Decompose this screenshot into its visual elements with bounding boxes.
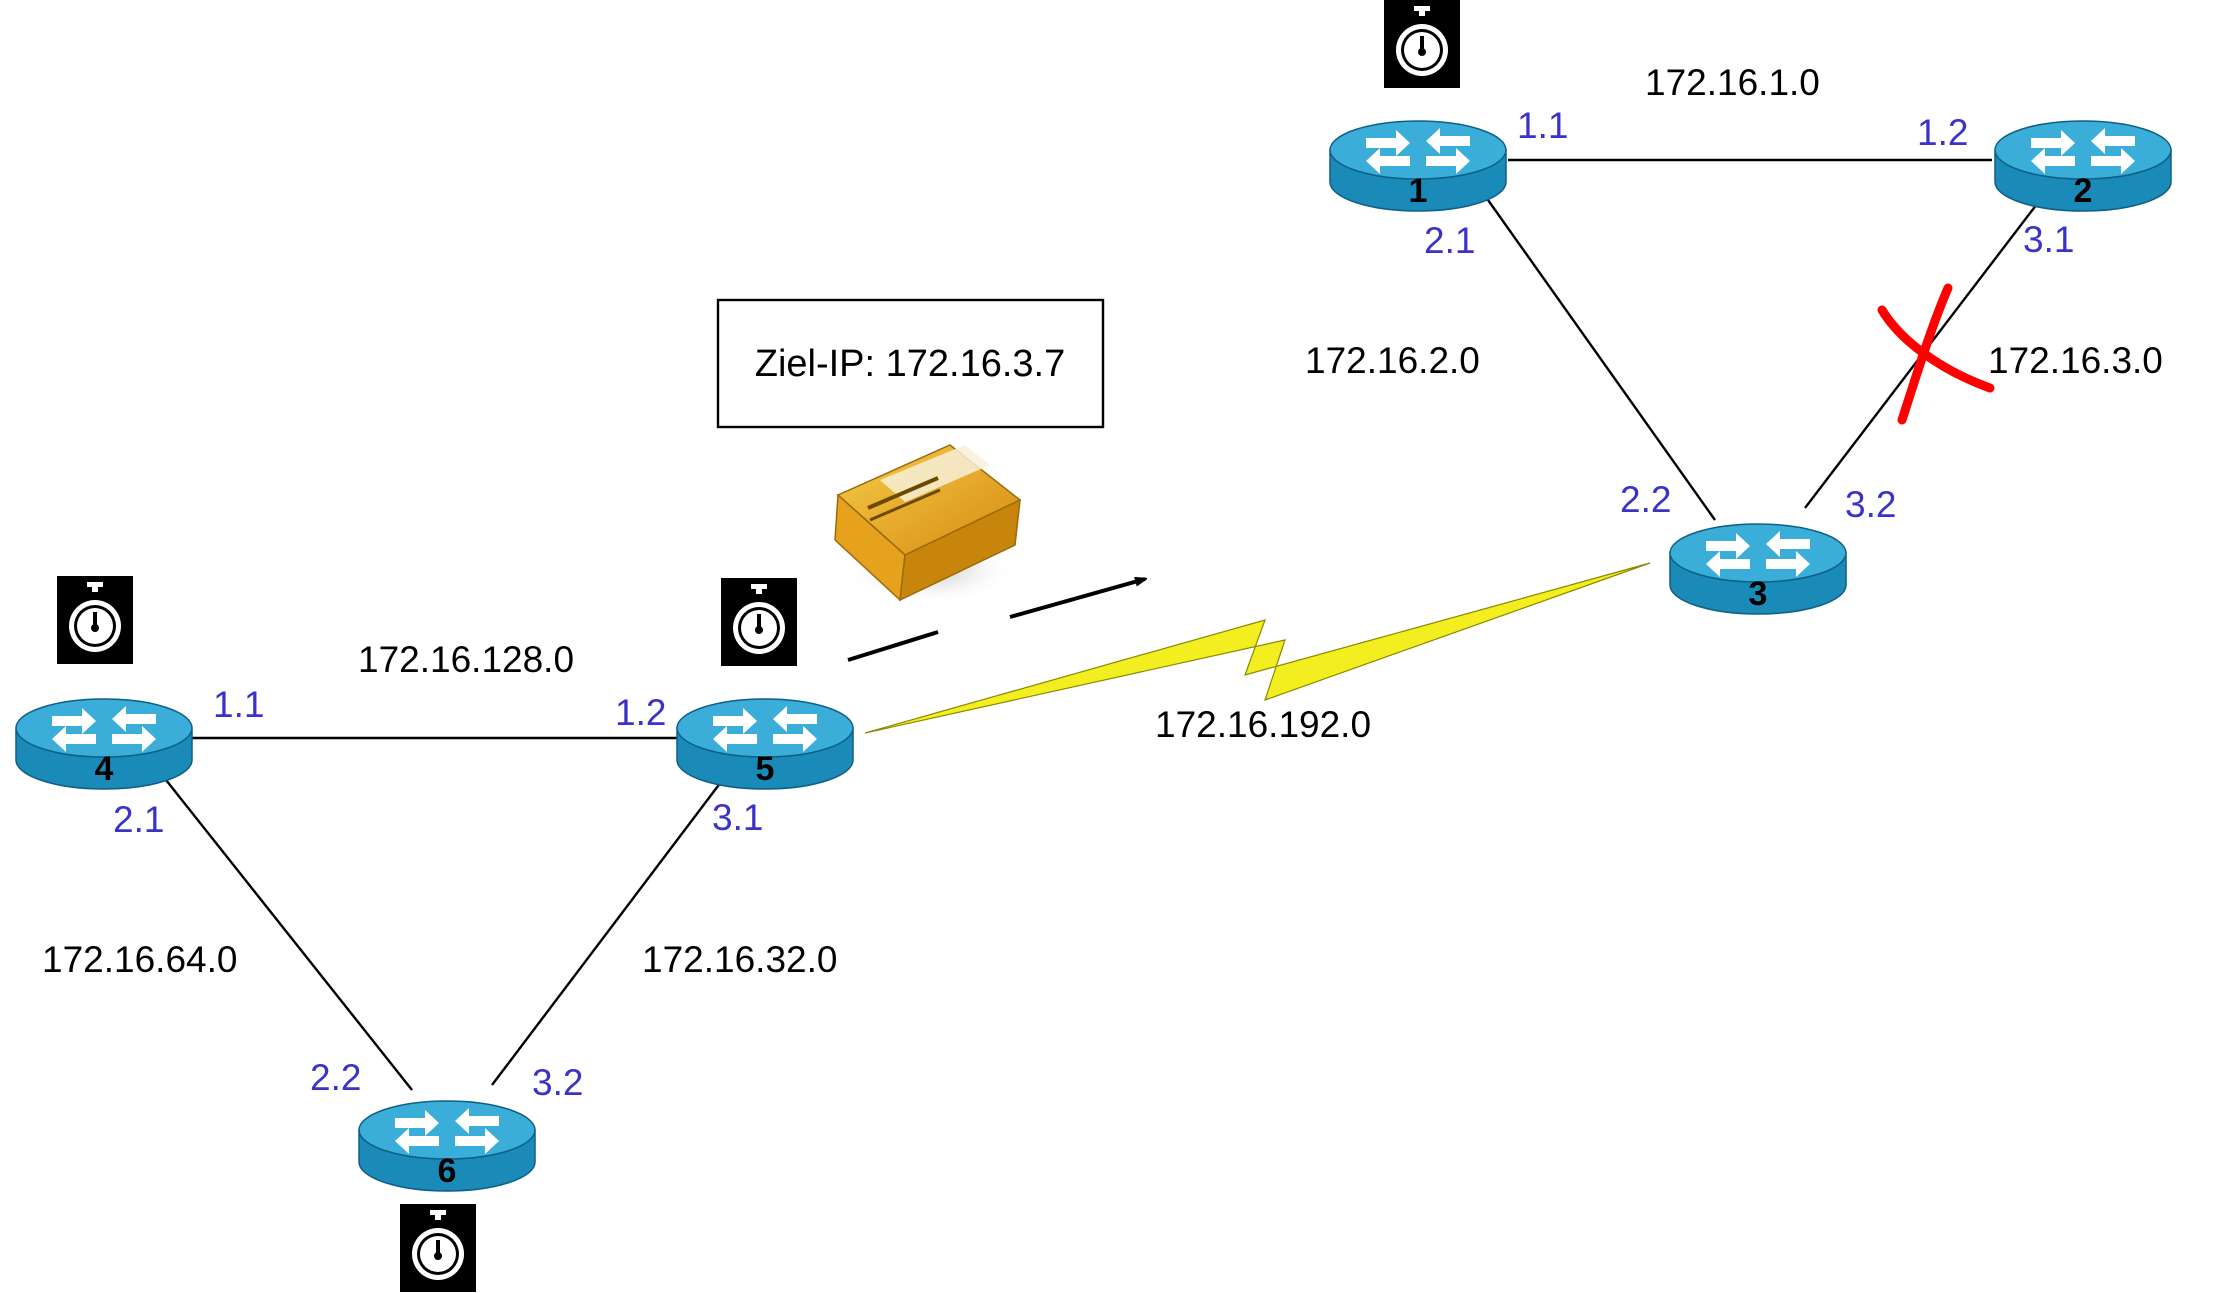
router-1[interactable]: 1 [1329,120,1507,212]
interface-label: 1.2 [1917,112,1968,153]
direction-arrow-icon [847,579,1145,662]
network-label-172-16-64-0: 172.16.64.0 [42,939,237,980]
interface-label: 3.1 [712,797,763,838]
stopwatch-icon [721,578,797,666]
network-label-172-16-32-0: 172.16.32.0 [642,939,837,980]
stopwatch-icon [1384,0,1460,88]
router-number: 6 [438,1152,457,1190]
router-5[interactable]: 5 [676,698,854,790]
stopwatch-icon [400,1204,476,1292]
serial-link-bolt [864,562,1651,734]
router-number: 3 [1749,575,1768,613]
stopwatch-icon [57,576,133,664]
network-label-172-16-128-0: 172.16.128.0 [358,639,574,680]
interface-label: 3.2 [1845,484,1896,525]
router-6[interactable]: 6 [358,1100,536,1192]
interface-label: 2.1 [113,799,164,840]
network-label-172-16-192-0: 172.16.192.0 [1155,704,1371,745]
interface-label: 1.2 [615,692,666,733]
router-number: 2 [2074,172,2093,210]
target-ip-text: Ziel-IP: 172.16.3.7 [755,343,1066,385]
router-4[interactable]: 4 [15,698,193,790]
router-2[interactable]: 2 [1994,120,2172,212]
link-r4-r6 [165,779,413,1091]
router-number: 1 [1409,172,1428,210]
link-failure-icon [1877,283,1995,425]
packet-icon [834,444,1022,605]
interface-label: 3.1 [2023,219,2074,260]
interface-label: 3.2 [532,1062,583,1103]
interface-label: 1.1 [213,684,264,725]
interface-label: 2.2 [310,1057,361,1098]
interface-label: 2.2 [1620,479,1671,520]
link-r5-r6 [491,777,725,1086]
router-number: 4 [95,750,114,788]
router-number: 5 [756,750,775,788]
interface-label: 2.1 [1424,220,1475,261]
link-r1-r3 [1487,199,1716,521]
network-label-172-16-2-0: 172.16.2.0 [1305,340,1480,381]
network-label-172-16-3-0: 172.16.3.0 [1988,340,2163,381]
router-3[interactable]: 3 [1669,523,1847,615]
interface-label: 1.1 [1517,105,1568,146]
target-ip-box: Ziel-IP: 172.16.3.7 [716,298,1105,429]
network-label-172-16-1-0: 172.16.1.0 [1645,62,1820,103]
